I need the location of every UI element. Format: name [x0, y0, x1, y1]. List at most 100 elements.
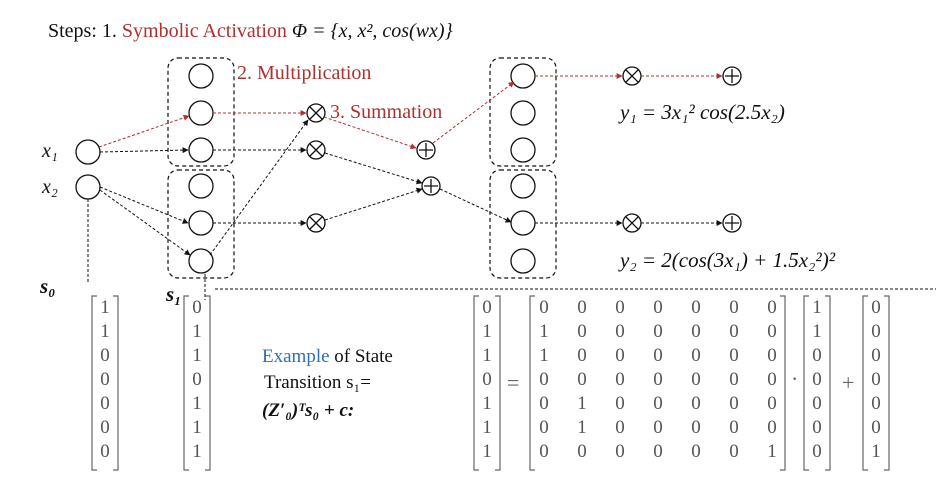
matrix-entry: 0 [767, 369, 777, 390]
step1-label: Symbolic Activation [121, 20, 287, 42]
vector-entry: 0 [871, 297, 881, 318]
vector-entry: 0 [482, 297, 492, 318]
vector-entry: 1 [192, 345, 202, 366]
activation-node [188, 63, 214, 89]
activation-box-3 [489, 57, 557, 167]
input-node-x2 [75, 174, 101, 200]
vector-entry: 0 [871, 321, 881, 342]
matrix-entry: 0 [767, 393, 777, 414]
multiply-node [306, 103, 326, 123]
sum-node [722, 66, 742, 86]
input-node-x1 [75, 139, 101, 165]
vector-entry: 0 [482, 369, 492, 390]
matrix-entry: 0 [729, 297, 739, 318]
matrix-entry: 0 [729, 417, 739, 438]
matrix-entry: 0 [539, 369, 549, 390]
vector-entry: 0 [192, 297, 202, 318]
activation-node [188, 100, 214, 126]
matrix-entry: 0 [653, 417, 663, 438]
vector-entry: 1 [100, 297, 110, 318]
matrix-entry: 0 [729, 345, 739, 366]
vector-entry: 0 [871, 369, 881, 390]
activation-node [188, 137, 214, 163]
matrix-entry: 0 [653, 441, 663, 462]
matrix-entry: 0 [653, 369, 663, 390]
output-y2: y₂ = 2(cos(3x₁) + 1.5x₂²)² [620, 248, 836, 272]
vector-entry: 1 [482, 393, 492, 414]
output-y1: y₁ = 3x₁² cos(2.5x₂) [620, 100, 785, 124]
activation-box-4 [489, 169, 557, 279]
matrix-entry: 1 [577, 417, 587, 438]
matrix-entry: 0 [691, 345, 701, 366]
activation-node [510, 210, 536, 236]
vector-entry: 1 [482, 417, 492, 438]
matrix-entry: 0 [615, 417, 625, 438]
sum-node [722, 213, 742, 233]
input-label-x2: x₂ [42, 176, 58, 198]
matrix-entry: 0 [767, 417, 777, 438]
vector-entry: 1 [812, 297, 822, 318]
multiply-node [622, 213, 642, 233]
matrix-entry: 0 [615, 441, 625, 462]
activation-node [510, 137, 536, 163]
vector-entry: 1 [482, 321, 492, 342]
vector-entry: 0 [192, 369, 202, 390]
step3-label: 3. Summation [330, 101, 443, 123]
vector-entry: 0 [812, 393, 822, 414]
matrix-entry: 0 [577, 345, 587, 366]
activation-node [188, 173, 214, 199]
vector-entry: 1 [871, 441, 881, 462]
matrix-entry: 1 [539, 321, 549, 342]
step2-label: 2. Multiplication [237, 62, 372, 84]
edge-highlight [432, 81, 515, 144]
matrix-entry: 0 [615, 393, 625, 414]
vector-entry: 0 [871, 345, 881, 366]
activation-node [510, 248, 536, 274]
equals-sign: = [507, 370, 520, 395]
matrix-entry: 0 [729, 441, 739, 462]
matrix-entry: 0 [691, 441, 701, 462]
matrix-entry: 0 [653, 393, 663, 414]
matrix-entry: 0 [729, 369, 739, 390]
matrix-entry: 0 [691, 393, 701, 414]
example-line1-rest: of State [329, 346, 393, 367]
vector-entry: 1 [482, 345, 492, 366]
matrix-entry: 0 [615, 297, 625, 318]
matrix-entry: 0 [767, 345, 777, 366]
vector-entry: 0 [100, 441, 110, 462]
activation-node [510, 173, 536, 199]
activation-box-1 [167, 57, 235, 167]
matrix-entry: 0 [539, 417, 549, 438]
matrix-entry: 0 [615, 345, 625, 366]
matrix-entry: 0 [729, 321, 739, 342]
edge [209, 119, 309, 256]
multiply-node [306, 213, 326, 233]
activation-box-2 [167, 169, 235, 279]
sum-node [421, 176, 441, 196]
matrix-entry: 1 [539, 345, 549, 366]
activation-node [510, 100, 536, 126]
matrix-entry: 0 [691, 417, 701, 438]
activation-set-formula: Φ = {x, x², cos(wx)} [291, 20, 453, 42]
matrix-entry: 0 [577, 369, 587, 390]
matrix-entry: 0 [577, 441, 587, 462]
dot-operator: · [791, 366, 799, 391]
steps-prefix: Steps: 1. [48, 20, 117, 42]
matrix-row: 0 1 0 0 0 0 0 [533, 416, 783, 440]
activation-node [188, 210, 214, 236]
activation-node [188, 248, 214, 274]
edge [324, 152, 423, 185]
matrix-entry: 1 [767, 441, 777, 462]
vector-entry: 0 [812, 345, 822, 366]
matrix-entry: 0 [767, 297, 777, 318]
